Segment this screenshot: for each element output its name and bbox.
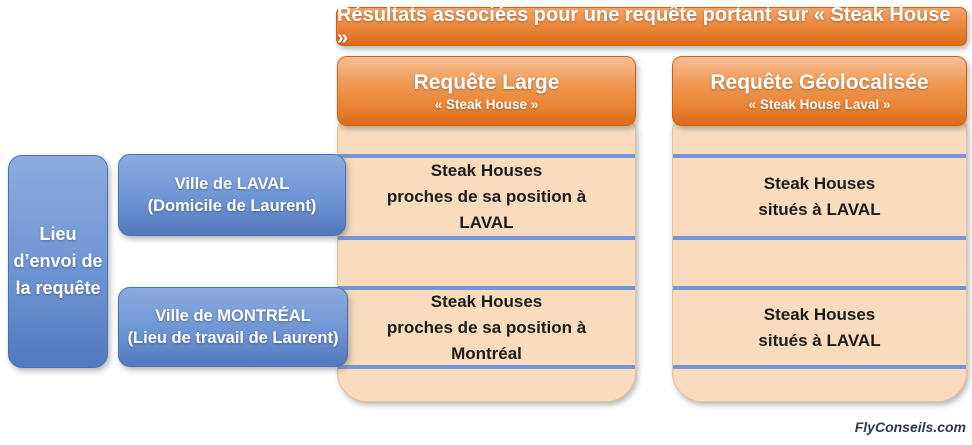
divider-line <box>338 365 635 369</box>
cell-large-montreal: Steak Houses proches de sa position à Mo… <box>386 291 587 363</box>
divider-line <box>673 286 966 290</box>
divider-line <box>673 236 966 240</box>
divider-line <box>338 286 635 290</box>
divider-line <box>338 154 635 158</box>
column-subtitle: « Steak House » <box>434 96 539 112</box>
column-header-requete-geolocalisee: Requête Géolocalisée « Steak House Laval… <box>672 56 967 126</box>
watermark: FlyConseils.com <box>854 419 966 435</box>
divider-line <box>673 365 966 369</box>
column-title: Requête Géolocalisée <box>710 70 929 94</box>
column-header-requete-large: Requête Large « Steak House » <box>337 56 636 126</box>
banner-title: Résultats associées pour une requête por… <box>336 4 967 49</box>
column-body-requete-large <box>337 120 636 402</box>
cell-large-laval: Steak Houses proches de sa position à LA… <box>386 161 587 232</box>
divider-line <box>673 154 966 158</box>
cell-geo-laval: Steak Houses situés à LAVAL <box>758 174 881 219</box>
divider-line <box>338 236 635 240</box>
row-box-ville-laval: Ville de LAVAL (Domicile de Laurent) <box>118 154 346 236</box>
row-box-ville-montreal: Ville de MONTRÉAL (Lieu de travail de La… <box>118 287 348 367</box>
left-panel-lieu-envoi: Lieu d’envoi de la requête <box>8 155 108 368</box>
column-body-requete-geolocalisee <box>672 120 967 402</box>
column-title: Requête Large <box>413 70 560 94</box>
cell-geo-montreal: Steak Houses situés à LAVAL <box>758 304 881 350</box>
column-subtitle: « Steak House Laval » <box>748 96 891 112</box>
